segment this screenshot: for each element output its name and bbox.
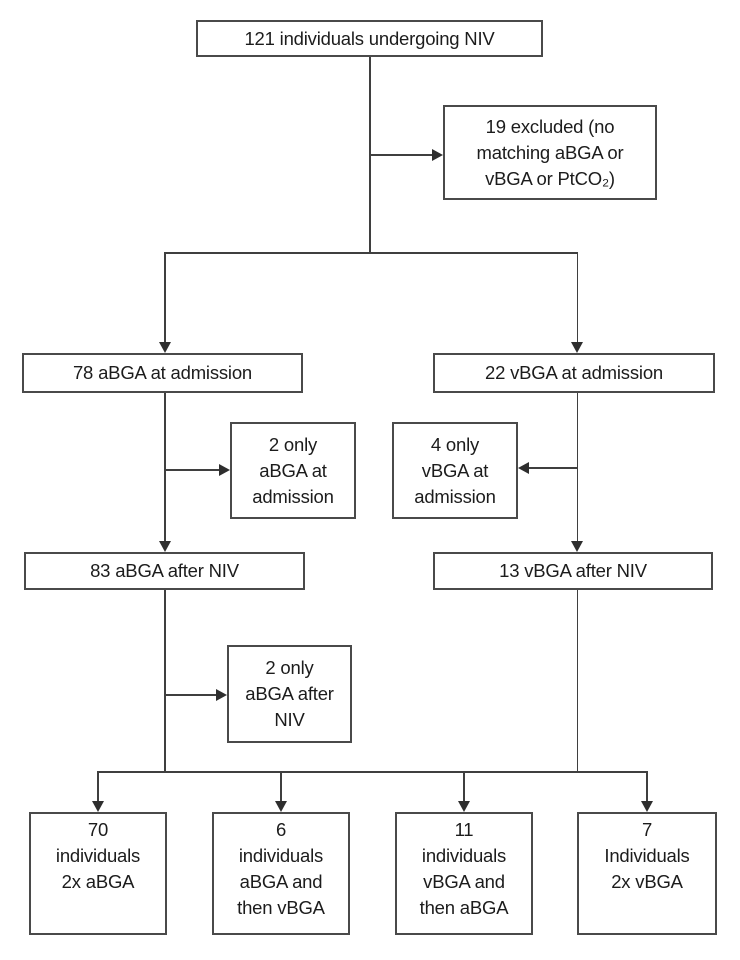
arrowhead-abga-after-icon — [159, 541, 171, 552]
arrowhead-excluded-icon — [432, 149, 443, 161]
edge-to-vbga-admission — [576, 252, 578, 343]
edge-to-excluded — [370, 154, 433, 156]
arrowhead-only-abga-after-icon — [216, 689, 227, 701]
node-abga-then-vbga: 6 individuals aBGA and then vBGA — [212, 812, 350, 935]
node-only-abga-at-admission: 2 only aBGA at admission — [230, 422, 356, 519]
edge-to-abga-admission — [164, 252, 166, 343]
node-excluded: 19 excluded (no matching aBGA or vBGA or… — [443, 105, 657, 200]
arrowhead-both-vbga-icon — [641, 801, 653, 812]
node-abga-at-admission: 78 aBGA at admission — [22, 353, 303, 393]
edge-abga-after-down — [164, 590, 166, 772]
arrowhead-only-vbga-adm-icon — [518, 462, 529, 474]
node-vbga-after-niv: 13 vBGA after NIV — [433, 552, 713, 590]
arrowhead-abga-admission-icon — [159, 342, 171, 353]
node-abga-after-niv: 83 aBGA after NIV — [24, 552, 305, 590]
arrowhead-only-abga-adm-icon — [219, 464, 230, 476]
edge-to-only-vbga-admission — [529, 467, 578, 469]
edge-drop-both-abga — [97, 771, 99, 802]
node-vbga-at-admission: 22 vBGA at admission — [433, 353, 715, 393]
arrowhead-abga-then-vbga-icon — [275, 801, 287, 812]
node-2x-vbga: 7 Individuals 2x vBGA — [577, 812, 717, 935]
arrowhead-vbga-after-icon — [571, 541, 583, 552]
edge-to-only-abga-after — [164, 694, 217, 696]
edge-drop-both-vbga — [646, 771, 648, 802]
edge-total-down — [369, 57, 371, 253]
node-only-abga-after-niv: 2 only aBGA after NIV — [227, 645, 352, 743]
edge-abga-admission-to-after — [164, 393, 166, 542]
edge-to-only-abga-admission — [164, 469, 220, 471]
arrowhead-vbga-admission-icon — [571, 342, 583, 353]
node-total-individuals: 121 individuals undergoing NIV — [196, 20, 543, 57]
node-vbga-then-abga: 11 individuals vBGA and then aBGA — [395, 812, 533, 935]
edge-bottom-horizontal — [97, 771, 648, 773]
arrowhead-vbga-then-abga-icon — [458, 801, 470, 812]
node-2x-abga: 70 individuals 2x aBGA — [29, 812, 167, 935]
arrowhead-both-abga-icon — [92, 801, 104, 812]
edge-drop-vbga-then-abga — [463, 771, 465, 802]
edge-drop-abga-then-vbga — [280, 771, 282, 802]
edge-split-horizontal — [164, 252, 578, 254]
edge-vbga-after-down — [576, 590, 578, 772]
node-only-vbga-at-admission: 4 only vBGA at admission — [392, 422, 518, 519]
